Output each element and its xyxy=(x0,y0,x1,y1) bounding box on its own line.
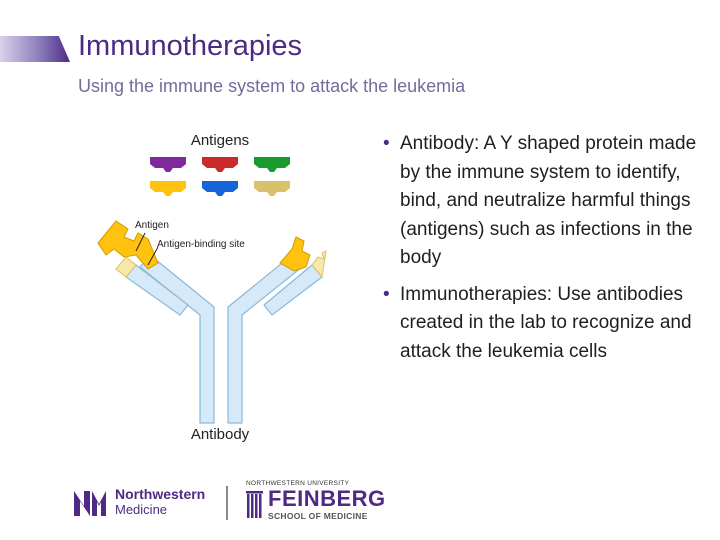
bullet-marker: • xyxy=(383,133,390,154)
antigen-swatch-yellow xyxy=(150,181,186,196)
feinberg-wordmark: FEINBERG xyxy=(268,486,386,511)
antigen-label: Antigen xyxy=(135,220,169,231)
bullet-item: • Immunotherapies: Use antibodies create… xyxy=(383,281,703,367)
antigen-right-light-tip xyxy=(311,250,327,279)
slide-title: Immunotherapies xyxy=(78,30,303,62)
slide-subtitle: Using the immune system to attack the le… xyxy=(78,76,466,96)
northwestern-medicine-logo-mark xyxy=(74,491,106,516)
northwestern-wordmark: Northwestern xyxy=(115,486,206,502)
antigen-left-bound xyxy=(97,220,159,270)
bound-antigens xyxy=(97,220,327,279)
antigen-swatch-green xyxy=(254,157,290,172)
antigen-swatch-blue xyxy=(202,181,238,196)
antigen-swatch-red xyxy=(202,157,238,172)
medicine-wordmark: Medicine xyxy=(115,502,168,517)
antigen-swatch-khaki xyxy=(254,181,290,196)
antigens-heading: Antigens xyxy=(191,132,249,149)
antigen-right-bound xyxy=(279,236,311,272)
logo-divider xyxy=(226,486,228,520)
binding-site-pointer-line xyxy=(147,246,159,266)
antibody-figure: Antigens Antigen Antigen-binding site xyxy=(90,125,360,450)
antigen-left-light-tip xyxy=(115,256,137,278)
antibody-label: Antibody xyxy=(191,426,250,443)
antigen-swatch-purple xyxy=(150,157,186,172)
binding-site-label: Antigen-binding site xyxy=(157,239,245,250)
feinberg-logo-mark xyxy=(246,491,263,518)
school-of-medicine-text: SCHOOL OF MEDICINE xyxy=(268,511,368,521)
bullet-list: • Antibody: A Y shaped protein made by t… xyxy=(383,130,703,374)
antibody-right-heavy-chain xyxy=(227,254,303,424)
footer-logos: Northwestern Medicine NORTHWESTERN UNIVE… xyxy=(72,478,385,528)
title-accent-bar xyxy=(0,36,70,62)
northwestern-university-text: NORTHWESTERN UNIVERSITY xyxy=(246,480,350,487)
bullet-item: • Antibody: A Y shaped protein made by t… xyxy=(383,130,703,273)
bullet-text: Antibody: A Y shaped protein made by the… xyxy=(400,133,697,268)
antigen-pointer-line xyxy=(135,232,146,252)
antibody-shape xyxy=(125,254,323,424)
bullet-marker: • xyxy=(383,283,390,305)
callouts: Antigen Antigen-binding site xyxy=(135,220,245,266)
bullet-text: Immunotherapies: Use antibodies created … xyxy=(400,283,692,362)
antibody-diagram: Antigens Antigen Antigen-binding site xyxy=(97,132,327,443)
antigen-swatch-grid xyxy=(150,157,290,196)
